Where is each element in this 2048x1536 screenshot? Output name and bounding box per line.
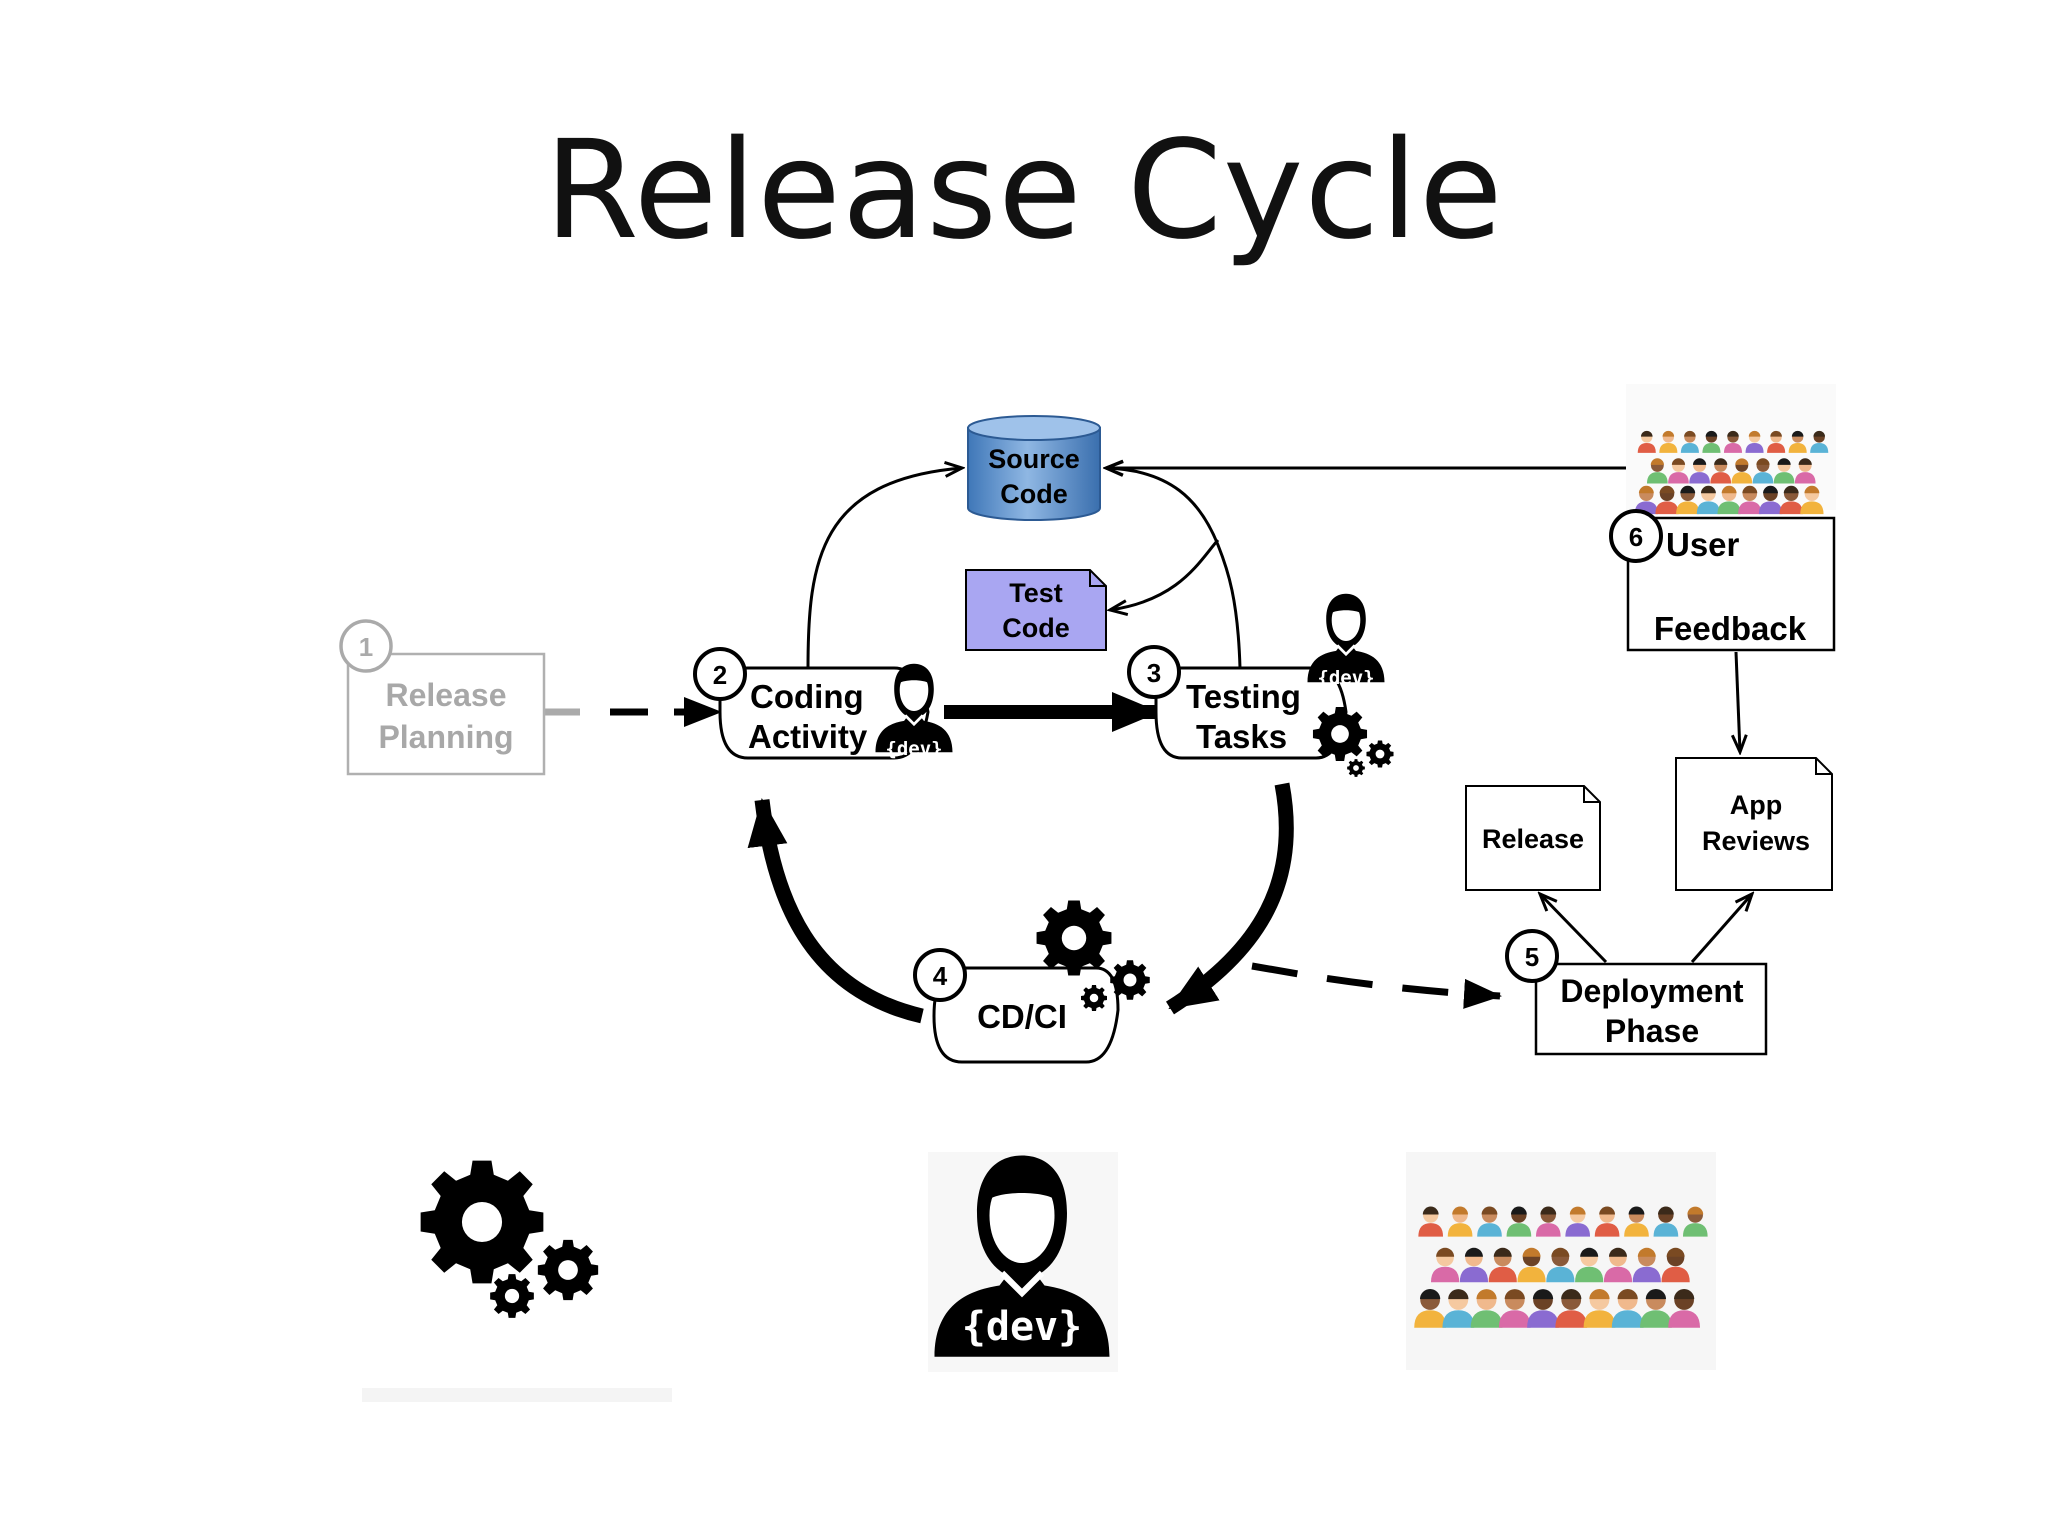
node-cdci: 4 CD/CI [913, 900, 1150, 1064]
source-code-database: Source Code [967, 415, 1101, 521]
node-number-1: 1 [359, 632, 373, 662]
node-number-5: 5 [1525, 942, 1539, 972]
arrow-testing-to-cdci [1165, 782, 1294, 1015]
deployment-phase-label-1: Deployment [1560, 973, 1743, 1009]
document-icon [1675, 757, 1833, 891]
node-number-3: 3 [1147, 658, 1161, 688]
gears-icon [1312, 706, 1394, 777]
document-icon [965, 569, 1107, 651]
test-code-document: Test Code [965, 569, 1107, 651]
legend-crowd [1406, 1152, 1716, 1370]
legend-developer: {dev} [928, 1152, 1118, 1372]
test-code-label-1: Test [1009, 578, 1063, 608]
crowd-icon [1634, 430, 1829, 515]
app-reviews-label-1: App [1730, 790, 1782, 820]
release-planning-label-1: Release [386, 677, 507, 713]
node-number-6: 6 [1629, 522, 1643, 552]
node-number-2: 2 [713, 660, 727, 690]
app-reviews-document: App Reviews [1675, 757, 1833, 891]
node-deployment-phase: 5 Deployment Phase [1505, 929, 1768, 1056]
test-code-label-2: Code [1002, 613, 1070, 643]
gears-icon [420, 1160, 599, 1318]
node-coding-activity: 2 Coding Activity {dev} [693, 647, 954, 760]
source-code-label-1: Source [988, 444, 1080, 474]
document-icon [1465, 785, 1601, 891]
coding-activity-label-2: Activity [748, 718, 868, 755]
legend-dev-badge: {dev} [962, 1304, 1082, 1350]
user-feedback-label-2: Feedback [1654, 610, 1807, 647]
arrow-feedback-to-reviews [1736, 651, 1740, 752]
deployment-phase-label-2: Phase [1605, 1013, 1699, 1049]
node-release-planning: 1 Release Planning [339, 619, 546, 776]
arrow-testing-to-source [1106, 468, 1242, 669]
user-feedback-label-1: User [1666, 526, 1740, 563]
testing-tasks-label-1: Testing [1186, 678, 1301, 715]
node-testing-tasks: 3 Testing Tasks {dev} [1127, 592, 1394, 777]
arrow-deployment-to-reviews [1690, 894, 1752, 963]
arrow-testing-to-test-code [1110, 538, 1220, 610]
arrow-coding-to-source [806, 468, 962, 669]
node-number-4: 4 [933, 961, 948, 991]
node-user-feedback: 6 User Feedback [1609, 384, 1836, 652]
slide-title: Release Cycle [544, 112, 1504, 270]
coding-activity-label-1: Coding [750, 678, 864, 715]
source-code-label-2: Code [1000, 479, 1068, 509]
arrow-deployment-to-release [1540, 894, 1608, 964]
release-planning-label-2: Planning [378, 719, 513, 755]
database-icon [967, 415, 1101, 521]
testing-tasks-label-2: Tasks [1196, 718, 1287, 755]
legend-gears [362, 1160, 672, 1402]
release-document: Release [1465, 785, 1601, 891]
arrows [544, 468, 1752, 1024]
app-reviews-label-2: Reviews [1702, 826, 1810, 856]
dev-badge: {dev} [885, 738, 942, 760]
release-doc-label: Release [1482, 824, 1584, 854]
cdci-label: CD/CI [977, 998, 1067, 1035]
arrow-cdci-to-deployment [1251, 962, 1502, 1009]
arrow-cdci-to-coding [747, 798, 924, 1024]
dev-badge: {dev} [1317, 667, 1374, 689]
crowd-icon [1414, 1206, 1708, 1328]
